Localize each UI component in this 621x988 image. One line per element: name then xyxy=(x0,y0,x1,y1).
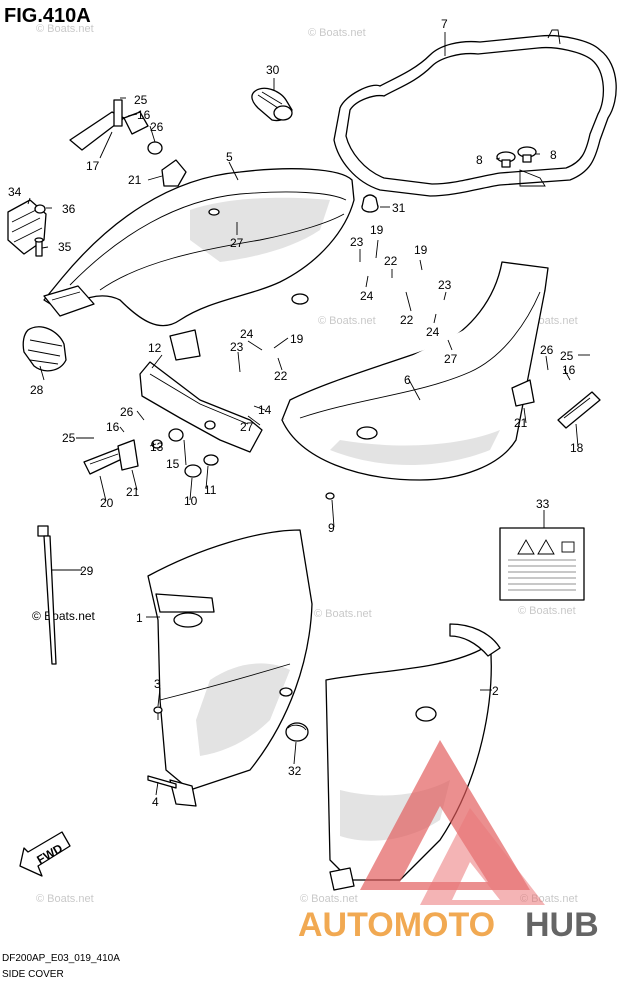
callout-22[interactable]: 22 xyxy=(400,313,414,327)
callout-23[interactable]: 23 xyxy=(230,340,244,354)
part-20-lever[interactable] xyxy=(83,447,125,475)
watermark-text: © Boats.net xyxy=(300,893,358,905)
watermark-text: © Boats.net xyxy=(36,23,94,35)
part-13-bolt[interactable] xyxy=(151,439,163,449)
callout-17[interactable]: 17 xyxy=(86,159,100,173)
callout-26[interactable]: 26 xyxy=(120,405,134,419)
callout-7[interactable]: 7 xyxy=(441,17,448,31)
callout-16[interactable]: 16 xyxy=(137,108,151,122)
logo-text-left: AUTOMOTO xyxy=(298,906,495,944)
callout-16[interactable]: 16 xyxy=(106,420,120,434)
part-1-lower-cover[interactable] xyxy=(147,529,313,807)
part-12-bracket[interactable] xyxy=(139,361,263,453)
callout-30[interactable]: 30 xyxy=(266,63,280,77)
callout-22[interactable]: 22 xyxy=(384,254,398,268)
logo-text-right: HUB xyxy=(525,906,599,944)
callout-6[interactable]: 6 xyxy=(404,373,411,387)
watermark-text: © Boats.net xyxy=(520,893,578,905)
callout-12[interactable]: 12 xyxy=(148,341,162,355)
callout-31[interactable]: 31 xyxy=(392,201,406,215)
part-7-seal[interactable] xyxy=(333,29,617,197)
callout-21[interactable]: 21 xyxy=(514,416,528,430)
part-8-clip[interactable] xyxy=(496,146,537,168)
callout-29[interactable]: 29 xyxy=(80,564,94,578)
part-9-screw[interactable] xyxy=(325,492,335,500)
callout-27[interactable]: 27 xyxy=(444,352,458,366)
callout-8[interactable]: 8 xyxy=(476,153,483,167)
part-21-bracket[interactable] xyxy=(117,379,535,471)
callout-19[interactable]: 19 xyxy=(414,243,428,257)
callout-27[interactable]: 27 xyxy=(230,236,244,250)
callout-23[interactable]: 23 xyxy=(438,278,452,292)
part-6-lower-cover[interactable] xyxy=(281,261,549,481)
part-11-grommet[interactable] xyxy=(203,454,219,466)
part-18-lever[interactable] xyxy=(557,391,601,429)
watermark-text-dark: © Boats.net xyxy=(32,609,96,623)
callout-26[interactable]: 26 xyxy=(540,343,554,357)
callout-28[interactable]: 28 xyxy=(30,383,44,397)
callout-35[interactable]: 35 xyxy=(58,240,72,254)
callout-1[interactable]: 1 xyxy=(136,611,143,625)
part-15-grommet[interactable] xyxy=(168,428,184,442)
callout-21[interactable]: 21 xyxy=(126,485,140,499)
callout-34[interactable]: 34 xyxy=(8,185,22,199)
callout-10[interactable]: 10 xyxy=(184,494,198,508)
part-28-grommet[interactable] xyxy=(22,326,67,372)
callout-20[interactable]: 20 xyxy=(100,496,114,510)
callout-16[interactable]: 16 xyxy=(562,363,576,377)
part-31-grommet[interactable] xyxy=(361,194,379,213)
callout-25[interactable]: 25 xyxy=(62,431,76,445)
callout-25[interactable]: 25 xyxy=(560,349,574,363)
callout-33[interactable]: 33 xyxy=(536,497,550,511)
callout-27[interactable]: 27 xyxy=(240,420,254,434)
watermark-text: © Boats.net xyxy=(518,605,576,617)
part-30-grommet[interactable] xyxy=(251,87,293,122)
callout-24[interactable]: 24 xyxy=(426,325,440,339)
callout-19[interactable]: 19 xyxy=(370,223,384,237)
callout-2[interactable]: 2 xyxy=(492,684,499,698)
callout-8[interactable]: 8 xyxy=(550,148,557,162)
watermark-text: © Boats.net xyxy=(308,27,366,39)
callout-26[interactable]: 26 xyxy=(150,120,164,134)
callout-18[interactable]: 18 xyxy=(570,441,584,455)
callout-24[interactable]: 24 xyxy=(360,289,374,303)
callout-numbers: 7 30 25 16 26 17 5 21 8 8 34 36 31 27 35… xyxy=(8,17,584,809)
part-4-bolt[interactable] xyxy=(147,775,177,789)
callout-4[interactable]: 4 xyxy=(152,795,159,809)
callout-14[interactable]: 14 xyxy=(258,403,272,417)
watermark-text: © Boats.net xyxy=(314,608,372,620)
callout-15[interactable]: 15 xyxy=(166,457,180,471)
callout-9[interactable]: 9 xyxy=(328,521,335,535)
part-10-collar[interactable] xyxy=(184,464,202,478)
watermark-text: © Boats.net xyxy=(36,893,94,905)
part-33-label[interactable] xyxy=(499,527,585,601)
leader-lines xyxy=(27,32,590,796)
part-29-cable-tie[interactable] xyxy=(37,525,57,665)
figure-title: FIG.410A xyxy=(4,5,91,27)
callout-3[interactable]: 3 xyxy=(154,677,161,691)
part-5-upper-cover[interactable] xyxy=(43,168,355,361)
automotohub-logo: AUTOMOTO HUB xyxy=(298,740,599,944)
part-32-grommet[interactable] xyxy=(285,722,309,742)
callout-21[interactable]: 21 xyxy=(128,173,142,187)
callout-24[interactable]: 24 xyxy=(240,327,254,341)
part-3-screw[interactable] xyxy=(153,706,163,720)
callout-11[interactable]: 11 xyxy=(204,483,217,497)
callout-36[interactable]: 36 xyxy=(62,202,76,216)
callout-22[interactable]: 22 xyxy=(274,369,288,383)
callout-13[interactable]: 13 xyxy=(150,440,164,454)
callout-5[interactable]: 5 xyxy=(226,150,233,164)
callout-19[interactable]: 19 xyxy=(290,332,304,346)
watermark-text: © Boats.net xyxy=(318,315,376,327)
fwd-arrow-icon: FWD xyxy=(19,831,71,877)
callout-25[interactable]: 25 xyxy=(134,93,148,107)
part-35-bolt[interactable] xyxy=(34,237,44,257)
figure-code: DF200AP_E03_019_410A xyxy=(2,953,120,964)
part-17-lever[interactable] xyxy=(69,99,163,155)
part-21-bracket[interactable] xyxy=(161,159,187,187)
callout-32[interactable]: 32 xyxy=(288,764,302,778)
callout-23[interactable]: 23 xyxy=(350,235,364,249)
figure-name: SIDE COVER xyxy=(2,969,64,980)
